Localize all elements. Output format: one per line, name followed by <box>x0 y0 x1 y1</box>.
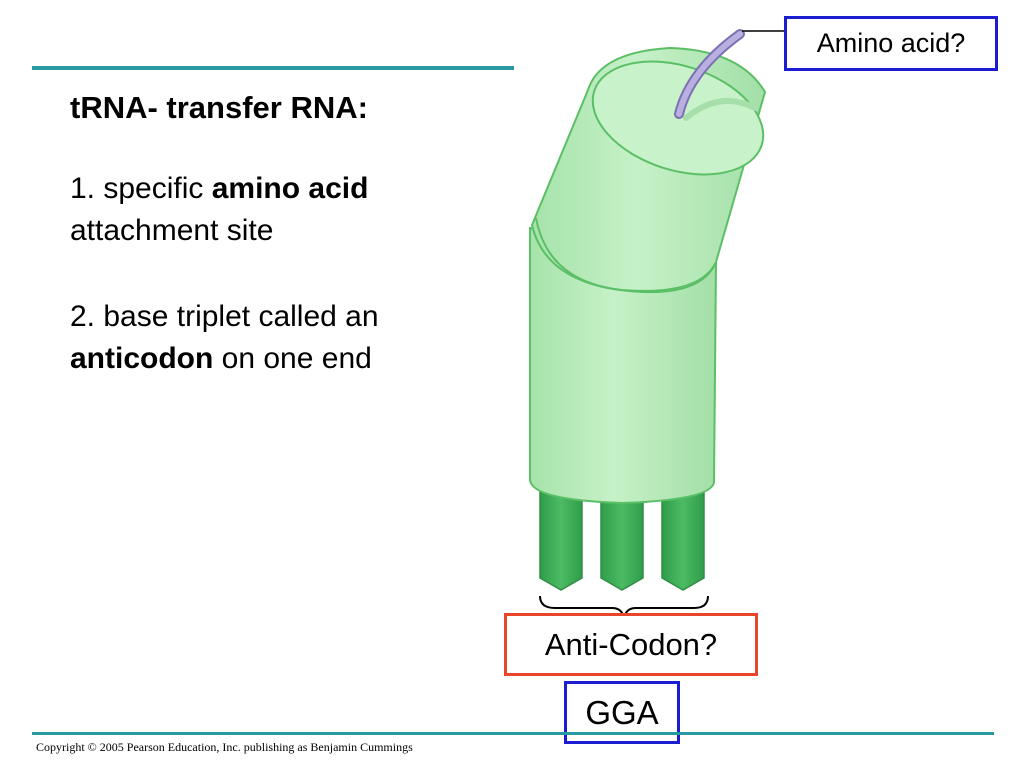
point2-suffix: on one end <box>213 342 372 375</box>
trna-molecule <box>529 46 767 505</box>
point-amino-acid-site: 1. specific amino acid attachment site <box>70 168 368 252</box>
point1-prefix: 1. specific <box>70 172 212 205</box>
amino-acid-tail-fill <box>676 31 743 117</box>
point1-bold: amino acid <box>211 172 369 205</box>
slide-heading: tRNA- transfer RNA: <box>70 90 368 125</box>
point2-bold: anticodon <box>70 342 214 375</box>
anticodon-bases <box>539 477 705 591</box>
copyright-text: Copyright © 2005 Pearson Education, Inc.… <box>36 740 413 754</box>
top-divider <box>32 66 514 70</box>
trna-lower-cylinder <box>529 226 718 505</box>
bottom-divider <box>32 732 994 735</box>
point2-prefix: 2. base triplet called an <box>70 300 379 333</box>
point1-suffix: attachment site <box>70 214 274 247</box>
amino-acid-label: Amino acid? <box>784 16 998 71</box>
anticodon-label: Anti-Codon? <box>504 613 758 676</box>
trna-joint-curve <box>535 217 717 292</box>
trna-top-shading <box>683 98 758 121</box>
point-anticodon: 2. base triplet called an anticodon on o… <box>70 296 379 380</box>
